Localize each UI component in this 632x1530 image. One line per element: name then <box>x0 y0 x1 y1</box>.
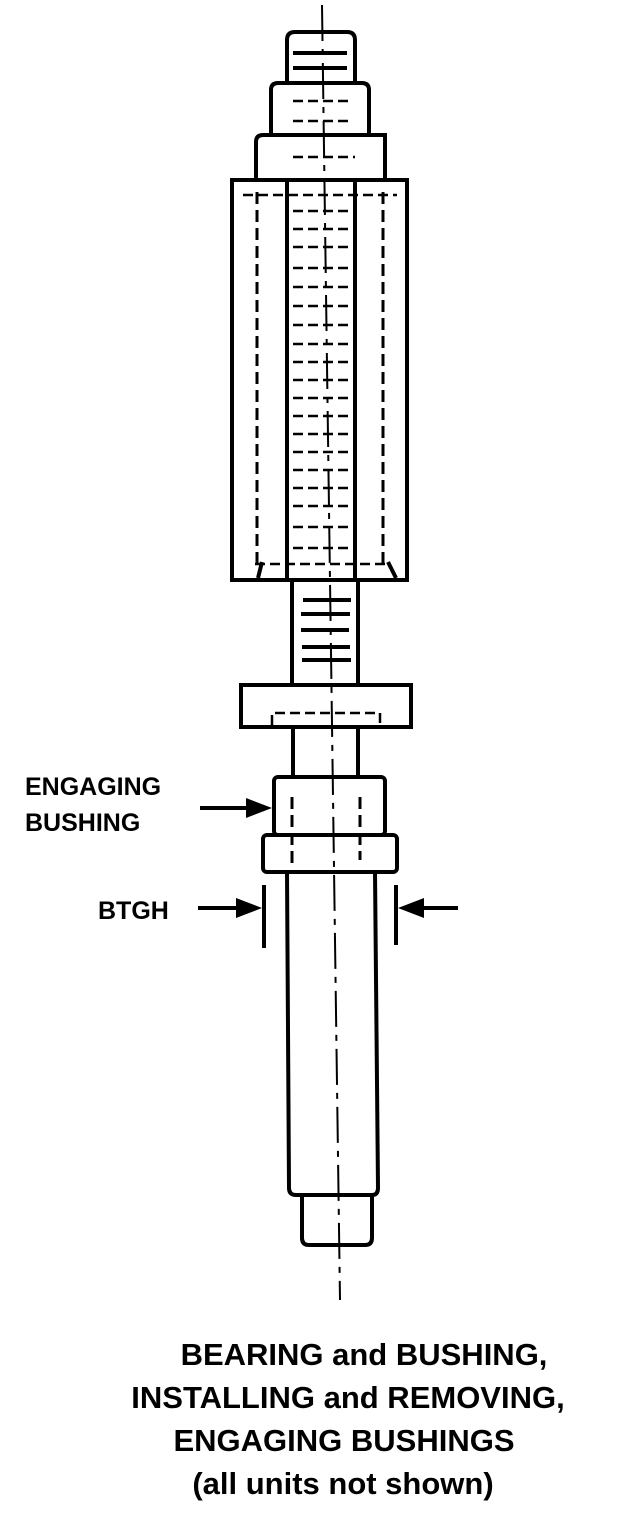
long-shaft <box>285 871 381 1197</box>
threaded-shaft <box>290 578 360 687</box>
bore-threads <box>255 209 390 566</box>
caption: BEARING and BUSHING, INSTALLING and REMO… <box>131 1337 564 1501</box>
caption-line-3: ENGAGING BUSHINGS <box>173 1423 514 1458</box>
assembly <box>230 4 413 1301</box>
engaging-bushing-callout <box>200 798 272 818</box>
arrow-right-icon <box>236 898 262 918</box>
caption-line-1: BEARING and BUSHING, <box>181 1337 548 1372</box>
btgh-dimension <box>198 885 458 948</box>
second-nut <box>269 81 371 135</box>
centerline <box>321 4 341 1301</box>
engaging-bushing-label-line1: ENGAGING <box>25 773 161 801</box>
caption-line-4: (all units not shown) <box>192 1466 493 1501</box>
shaft-tip <box>300 1195 374 1247</box>
caption-line-2: INSTALLING and REMOVING, <box>131 1380 564 1415</box>
collar <box>239 683 413 729</box>
arrow-left-icon <box>398 898 424 918</box>
arrow-right-icon <box>246 798 272 818</box>
bushing-flange <box>261 833 399 874</box>
btgh-label: BTGH <box>98 897 169 925</box>
washer <box>254 133 387 180</box>
engaging-bushing-label-line2: BUSHING <box>25 809 140 837</box>
top-nut <box>285 30 357 83</box>
